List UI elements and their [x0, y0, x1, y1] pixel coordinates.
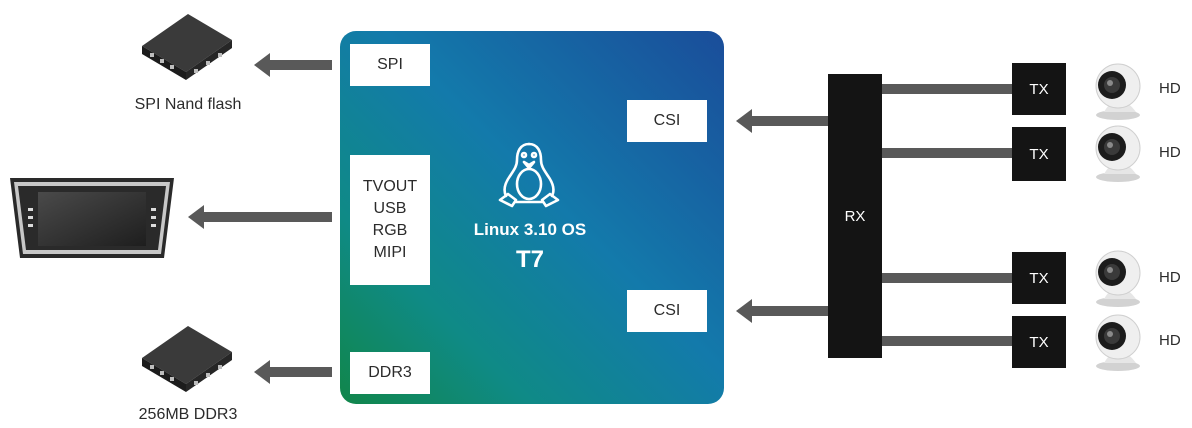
- camera-label-4: HD: [1159, 332, 1181, 349]
- ddr3-chip-icon: [142, 326, 232, 392]
- tx-block-4: TX: [1012, 316, 1066, 368]
- os-label: Linux 3.10 OS: [473, 220, 587, 239]
- link-tx-3: [882, 273, 1012, 283]
- usb-label: USB: [373, 200, 407, 217]
- csi-bottom-interface: CSI: [627, 290, 707, 332]
- camera-icon-2: [1095, 125, 1141, 182]
- camera-icon-1: [1095, 63, 1141, 120]
- link-tx-4: [882, 336, 1012, 346]
- display-interfaces: TVOUT USB RGB MIPI: [350, 155, 430, 285]
- linux-tux-icon: [498, 142, 560, 208]
- camera-icon-4: [1095, 314, 1141, 371]
- tx-block-1: TX: [1012, 63, 1066, 115]
- camera-icon-3: [1095, 250, 1141, 307]
- rgb-label: RGB: [372, 222, 408, 239]
- camera-label-2: HD: [1159, 144, 1181, 161]
- tx-block-3: TX: [1012, 252, 1066, 304]
- tx-block-2: TX: [1012, 127, 1066, 181]
- spi-nand-flash-chip-icon: [142, 14, 232, 80]
- chip-label: T7: [515, 246, 544, 273]
- rx-block: RX: [828, 74, 882, 358]
- spi-nand-flash-caption: SPI Nand flash: [134, 96, 242, 113]
- spi-interface: SPI: [350, 44, 430, 86]
- ddr3-caption: 256MB DDR3: [138, 406, 238, 423]
- camera-label-1: HD: [1159, 80, 1181, 97]
- mipi-label: MIPI: [373, 244, 407, 261]
- link-tx-2: [882, 148, 1012, 158]
- display-monitor-icon: [10, 178, 174, 258]
- csi-top-interface: CSI: [627, 100, 707, 142]
- camera-label-3: HD: [1159, 269, 1181, 286]
- link-tx-1: [882, 84, 1012, 94]
- tvout-label: TVOUT: [362, 178, 418, 195]
- ddr3-interface: DDR3: [350, 352, 430, 394]
